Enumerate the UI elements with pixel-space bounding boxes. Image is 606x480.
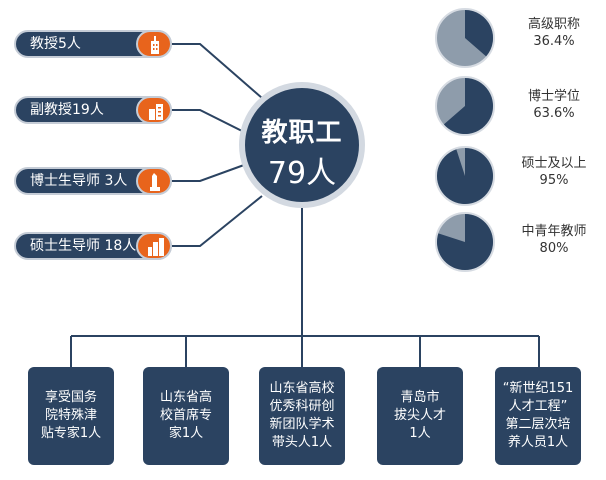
pie-value-slice bbox=[437, 148, 493, 204]
honor-line: 1人 bbox=[409, 426, 431, 441]
honor-box-state-council: 享受国务 院特殊津 贴专家1人 bbox=[28, 367, 114, 465]
faculty-item-professor: 教授5人 bbox=[14, 30, 172, 58]
honor-line: 山东省高校 bbox=[269, 381, 335, 396]
faculty-item-doctoral-supervisor: 博士生导师 3人 bbox=[14, 167, 172, 195]
faculty-item-master-supervisor: 硕士生导师 18人 bbox=[14, 232, 172, 260]
pie-value-slice bbox=[437, 214, 493, 270]
pie-master-or-above bbox=[435, 146, 495, 206]
honor-line: 第二层次培 bbox=[505, 417, 571, 432]
stat-value: 95% bbox=[539, 173, 569, 188]
faculty-item-label: 副教授19人 bbox=[30, 102, 104, 118]
stat-master-or-above: 硕士及以上 95% bbox=[506, 155, 602, 189]
faculty-item-associate-professor: 副教授19人 bbox=[14, 96, 172, 124]
pie-svg bbox=[435, 146, 495, 206]
honor-line: 养人员1人 bbox=[507, 435, 569, 450]
pie-svg bbox=[435, 212, 495, 272]
pie-svg bbox=[435, 76, 495, 136]
pie-value-slice bbox=[465, 10, 493, 57]
tower-icon bbox=[136, 167, 172, 195]
pie-svg bbox=[435, 8, 495, 68]
honor-line: 拔尖人才 bbox=[393, 408, 446, 423]
honor-line: 贴专家1人 bbox=[40, 426, 102, 441]
stat-value: 36.4% bbox=[533, 34, 575, 49]
staff-total-hub: 教职工 79人 bbox=[239, 82, 365, 208]
honor-line: 带头人1人 bbox=[271, 435, 333, 450]
honor-line: 新团队学术 bbox=[269, 417, 335, 432]
honor-line: 青岛市 bbox=[400, 390, 440, 405]
skyline-icon bbox=[136, 232, 172, 260]
honor-line: 优秀科研创 bbox=[269, 399, 335, 414]
stat-young-faculty: 中青年教师 80% bbox=[506, 223, 602, 257]
honor-line: 家1人 bbox=[168, 426, 204, 441]
honor-line: 校首席专 bbox=[159, 408, 212, 423]
stat-label: 中青年教师 bbox=[521, 224, 587, 239]
hub-count: 79人 bbox=[267, 156, 337, 191]
stat-senior-title: 高级职称 36.4% bbox=[506, 16, 602, 50]
faculty-item-label: 教授5人 bbox=[30, 36, 81, 52]
building-icon bbox=[136, 30, 172, 58]
pie-value-slice bbox=[443, 78, 493, 134]
faculty-item-label: 博士生导师 3人 bbox=[30, 173, 128, 189]
honor-line: 人才工程” bbox=[508, 399, 568, 414]
pie-young-faculty bbox=[435, 212, 495, 272]
honor-box-151-project: “新世纪151 人才工程” 第二层次培 养人员1人 bbox=[495, 367, 581, 465]
honor-line: 山东省高 bbox=[159, 390, 212, 405]
hub-title: 教职工 bbox=[261, 118, 343, 148]
pie-doctorate bbox=[435, 76, 495, 136]
stat-label: 高级职称 bbox=[527, 17, 580, 32]
honor-box-qingdao-talent: 青岛市 拔尖人才 1人 bbox=[377, 367, 463, 465]
faculty-item-label: 硕士生导师 18人 bbox=[30, 238, 137, 254]
honor-line: “新世纪151 bbox=[502, 381, 574, 396]
stat-value: 63.6% bbox=[533, 106, 575, 121]
stat-label: 博士学位 bbox=[527, 89, 580, 104]
honor-line: 享受国务 bbox=[44, 390, 97, 405]
stat-value: 80% bbox=[539, 241, 569, 256]
honor-box-research-team-leader: 山东省高校 优秀科研创 新团队学术 带头人1人 bbox=[259, 367, 345, 465]
stat-doctorate: 博士学位 63.6% bbox=[506, 88, 602, 122]
pie-senior-title bbox=[435, 8, 495, 68]
stat-label: 硕士及以上 bbox=[521, 156, 587, 171]
honor-box-chief-expert: 山东省高 校首席专 家1人 bbox=[143, 367, 229, 465]
honor-line: 院特殊津 bbox=[44, 408, 97, 423]
building-icon bbox=[136, 96, 172, 124]
